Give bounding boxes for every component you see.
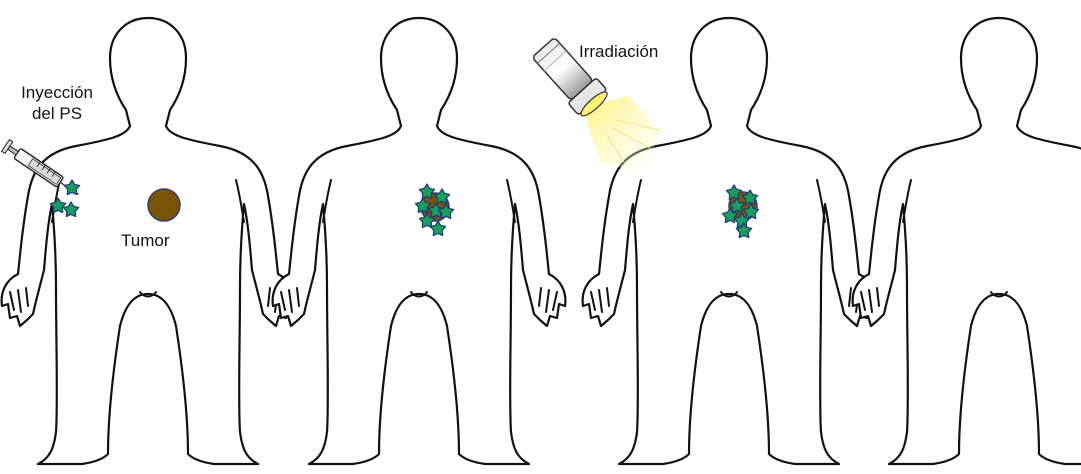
injection-label-line-1: Inyección bbox=[12, 82, 102, 103]
human-outline-4 bbox=[853, 18, 1081, 464]
human-outline-3 bbox=[583, 18, 876, 464]
irradiation-label: Irradiación bbox=[579, 41, 658, 62]
human-outline-2 bbox=[273, 18, 566, 464]
tumor-label: Tumor bbox=[121, 230, 170, 251]
stage-4-figure bbox=[853, 18, 1081, 464]
tumor-1 bbox=[148, 189, 180, 221]
stage-2-figure bbox=[273, 18, 566, 464]
injection-label-line-2: del PS bbox=[12, 103, 102, 124]
stage-3-figure bbox=[529, 18, 875, 464]
injection-label: Inyección del PS bbox=[12, 82, 102, 124]
